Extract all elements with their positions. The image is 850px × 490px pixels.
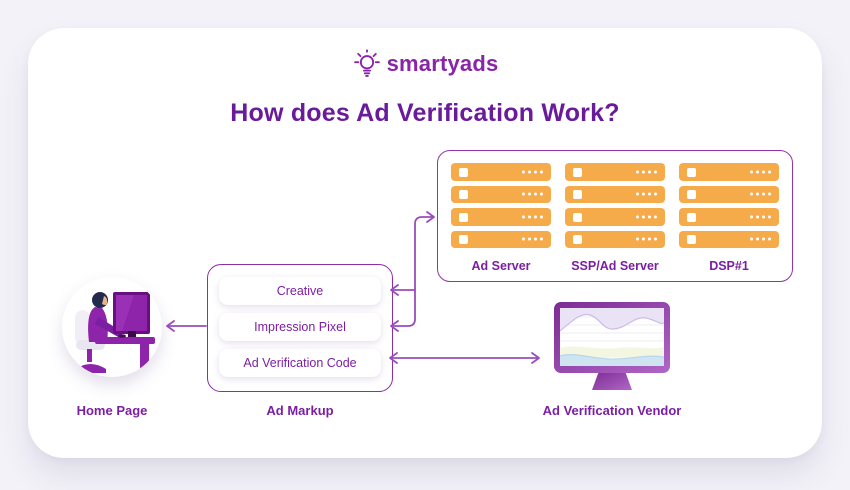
server-rack-icon bbox=[565, 230, 665, 248]
server-panel: Ad Server SSP/Ad Server DSP#1 bbox=[437, 150, 793, 282]
server-column-ad-server: Ad Server bbox=[451, 163, 551, 273]
server-rack-icon bbox=[679, 185, 779, 203]
ad-markup-caption: Ad Markup bbox=[266, 403, 334, 418]
page-title: How does Ad Verification Work? bbox=[230, 99, 620, 127]
server-column-label: SSP/Ad Server bbox=[571, 259, 659, 273]
server-rack-icon bbox=[451, 163, 551, 181]
ad-verification-vendor-illustration bbox=[546, 299, 678, 397]
person-at-desk-icon bbox=[62, 277, 162, 377]
server-rack-icon bbox=[679, 208, 779, 226]
server-rack-icon bbox=[451, 230, 551, 248]
server-column-label: Ad Server bbox=[471, 259, 531, 273]
server-rack-icon bbox=[565, 163, 665, 181]
brand-logo: smartyads bbox=[0, 49, 850, 79]
ad-markup-item-verification-code: Ad Verification Code bbox=[219, 349, 381, 377]
ad-markup-item-impression-pixel: Impression Pixel bbox=[219, 313, 381, 341]
ad-markup-item-creative: Creative bbox=[219, 277, 381, 305]
brand-name: smartyads bbox=[386, 51, 499, 76]
vendor-caption: Ad Verification Vendor bbox=[542, 403, 682, 418]
server-rack-icon bbox=[565, 185, 665, 203]
home-page-caption: Home Page bbox=[76, 403, 148, 418]
server-rack-icon bbox=[451, 185, 551, 203]
server-column-label: DSP#1 bbox=[709, 259, 749, 273]
server-rack-icon bbox=[451, 208, 551, 226]
server-column-dsp: DSP#1 bbox=[679, 163, 779, 273]
lightbulb-icon bbox=[353, 49, 380, 77]
ad-markup-panel: Creative Impression Pixel Ad Verificatio… bbox=[207, 264, 393, 392]
monitor-chart-icon bbox=[554, 302, 670, 390]
server-column-ssp: SSP/Ad Server bbox=[565, 163, 665, 273]
server-rack-icon bbox=[679, 230, 779, 248]
server-rack-icon bbox=[679, 163, 779, 181]
server-rack-icon bbox=[565, 208, 665, 226]
home-page-illustration bbox=[62, 277, 162, 377]
